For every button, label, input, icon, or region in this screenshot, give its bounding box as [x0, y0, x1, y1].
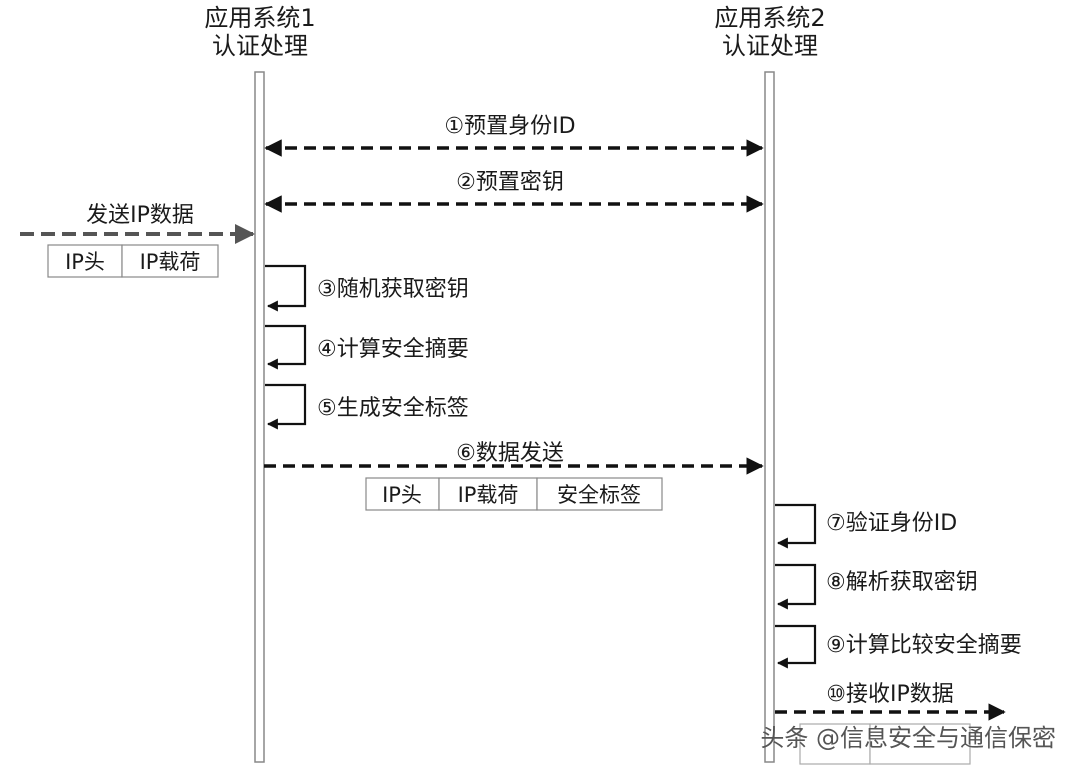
sent-packet: IP头 IP载荷 安全标签: [365, 477, 663, 511]
sent-packet-security-tag: 安全标签: [557, 483, 641, 507]
system1-lifeline: [254, 71, 265, 763]
sent-packet-payload: IP载荷: [458, 483, 519, 507]
input-packet-payload: IP载荷: [140, 250, 201, 274]
step8-loop-arrow: [775, 563, 817, 610]
sent-packet-header: IP头: [382, 483, 422, 507]
received-packet-partial: [799, 723, 971, 765]
input-packet-header: IP头: [65, 250, 105, 274]
system2-lifeline: [764, 71, 775, 763]
step5-label: ⑤生成安全标签: [317, 396, 469, 421]
step1-label: ①预置身份ID: [444, 114, 575, 139]
step9-loop-arrow: [775, 624, 817, 669]
step3-loop-arrow: [265, 264, 307, 312]
step2-label: ②预置密钥: [456, 170, 564, 195]
system2-role: 认证处理: [722, 32, 818, 60]
step9-label: ⑨计算比较安全摘要: [826, 633, 1022, 658]
system2-name: 应用系统2: [714, 4, 825, 32]
input-packet: IP头 IP载荷: [47, 244, 219, 278]
step6-label: ⑥数据发送: [456, 441, 564, 466]
system1-name: 应用系统1: [204, 4, 315, 32]
step8-label: ⑧解析获取密钥: [826, 570, 978, 595]
step7-loop-arrow: [775, 503, 817, 549]
watermark: 头条 @信息安全与通信保密: [760, 724, 1056, 752]
step4-loop-arrow: [265, 324, 307, 370]
step7-label: ⑦验证身份ID: [826, 511, 957, 536]
step3-label: ③随机获取密钥: [317, 277, 469, 302]
step5-loop-arrow: [265, 383, 307, 430]
system1-role: 认证处理: [212, 32, 308, 60]
input-label: 发送IP数据: [86, 203, 194, 228]
step4-label: ④计算安全摘要: [317, 337, 469, 362]
step10-label: ⑩接收IP数据: [826, 682, 953, 707]
